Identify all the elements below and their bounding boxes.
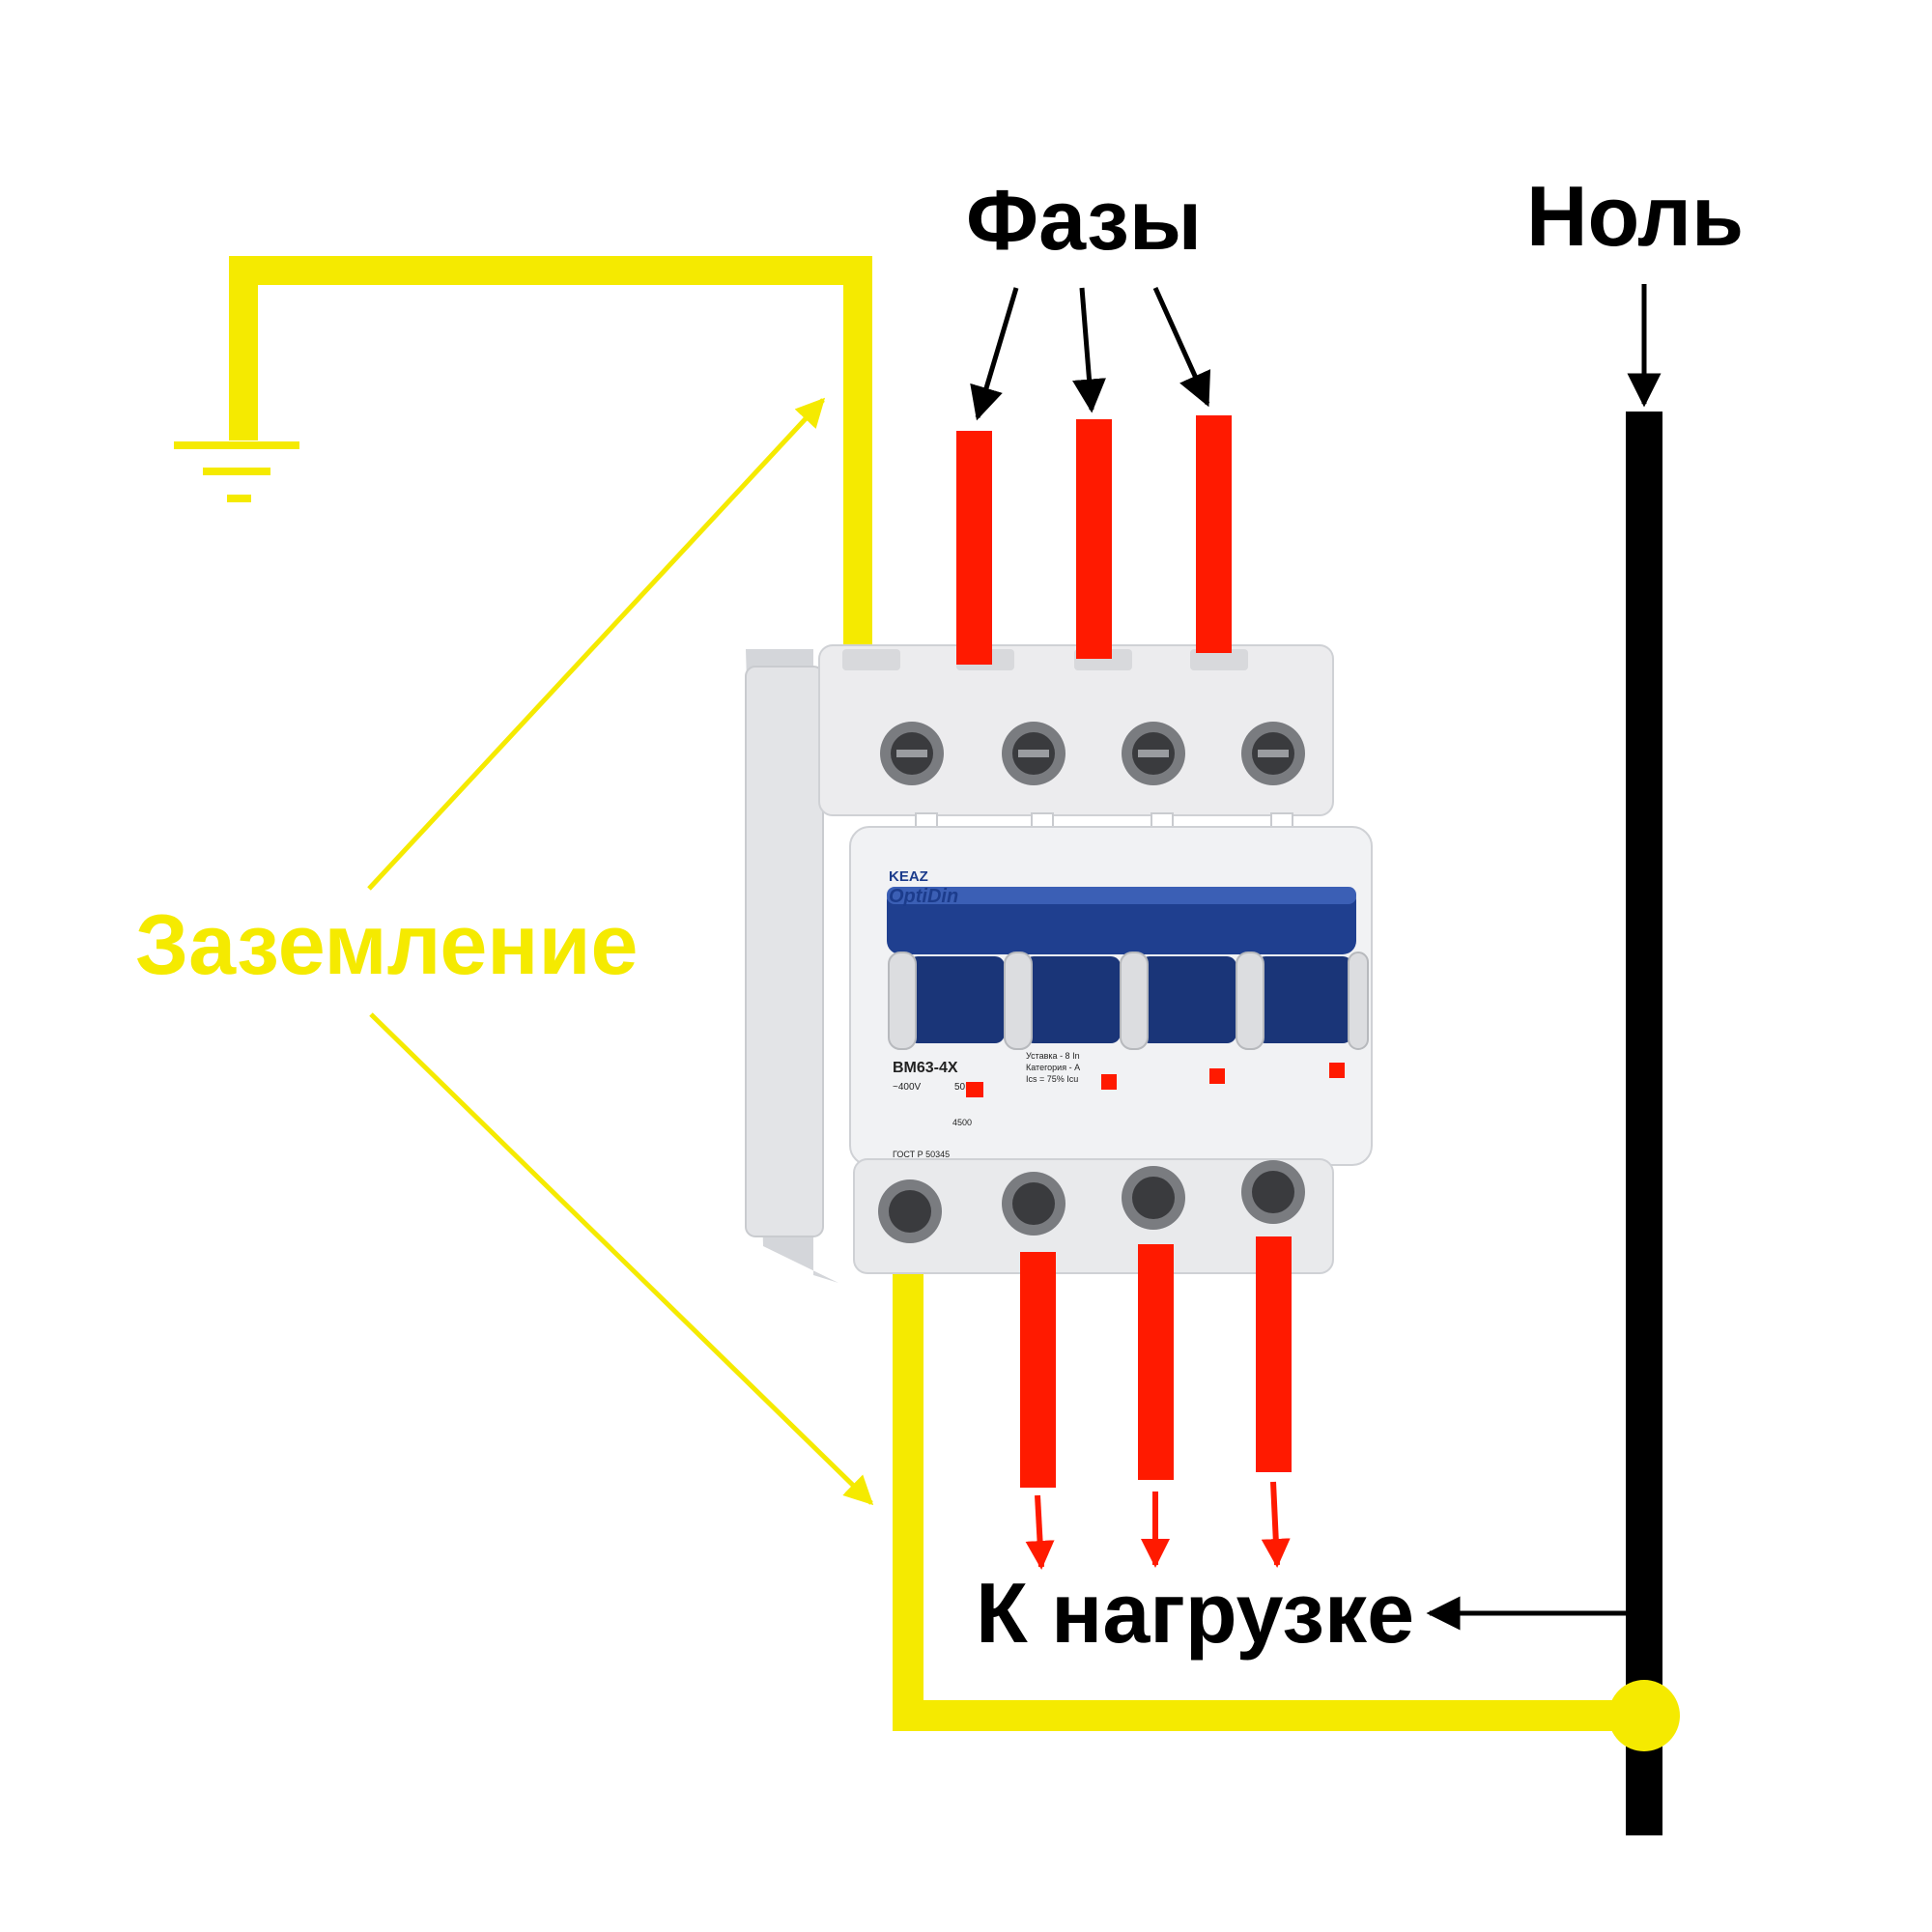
breaker-frequency: 50Hz bbox=[954, 1082, 977, 1093]
breaker-series: OptiDin bbox=[889, 886, 958, 907]
breaker-spec-3: Ics = 75% Icu bbox=[1026, 1074, 1078, 1084]
phases-label: Фазы bbox=[966, 172, 1202, 268]
to-load-label: К нагрузке bbox=[976, 1565, 1414, 1661]
ground-label: Заземление bbox=[135, 896, 638, 992]
ground-wire-top bbox=[229, 256, 872, 676]
phase-wire-in-1 bbox=[956, 431, 992, 665]
phase-wire-in-3 bbox=[1196, 415, 1232, 653]
breaker-voltage: ~400V bbox=[893, 1082, 922, 1093]
bottom-terminal-screws bbox=[878, 1160, 1305, 1243]
breaker-spec-2: Категория - A bbox=[1026, 1063, 1080, 1072]
breaker-spec-1: Уставка - 8 In bbox=[1026, 1051, 1080, 1061]
neutral-label: Ноль bbox=[1526, 168, 1744, 264]
breaker-rating: 4500 bbox=[952, 1118, 972, 1127]
breaker-model: BM63-4X bbox=[893, 1060, 958, 1076]
phase-wire-out-3 bbox=[1256, 1236, 1292, 1472]
load-arrows bbox=[1025, 1481, 1291, 1570]
phase-label-arrows bbox=[970, 286, 1211, 421]
phase-wires-in bbox=[956, 415, 1232, 665]
phase-wire-out-1 bbox=[1020, 1252, 1056, 1488]
phase-wires-out bbox=[1020, 1236, 1292, 1488]
neutral-wire bbox=[1626, 412, 1662, 1835]
top-terminal-screws bbox=[880, 722, 1305, 785]
phase-wire-in-2 bbox=[1076, 419, 1112, 659]
phase-wire-out-2 bbox=[1138, 1244, 1174, 1480]
breaker-indicators bbox=[966, 1063, 1345, 1097]
circuit-breaker: KEAZ OptiDin BM63-4X ~400V 50Hz 4500 Уст… bbox=[745, 644, 1373, 1283]
breaker-brand: KEAZ bbox=[889, 868, 928, 885]
ground-label-arrows bbox=[367, 397, 874, 1506]
breaker-standard: ГОСТ Р 50345 bbox=[893, 1150, 950, 1159]
ground-wire-bottom bbox=[893, 1265, 1644, 1731]
junction-dot bbox=[1608, 1680, 1680, 1751]
ground-symbol bbox=[174, 441, 299, 502]
